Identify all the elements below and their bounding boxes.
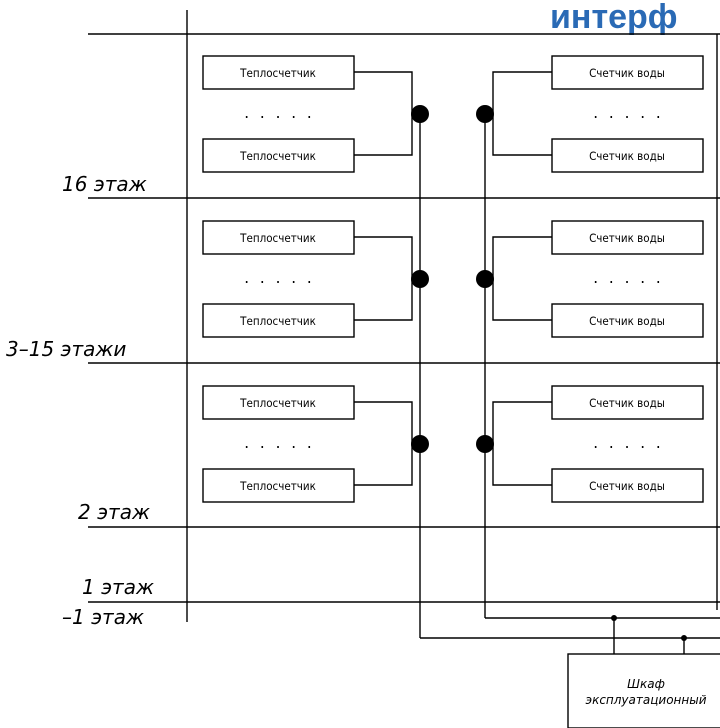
- floor-label-minus-1: –1 этаж: [62, 605, 144, 629]
- floor-label-2: 2 этаж: [78, 500, 150, 524]
- water-meter-label: Счетчик воды: [589, 396, 665, 410]
- ellipsis: . . . . .: [592, 437, 662, 452]
- ellipsis: . . . . .: [243, 437, 313, 452]
- cabinet-label-line1: Шкаф: [627, 677, 665, 691]
- water-meter-label: Счетчик воды: [589, 149, 665, 163]
- water-meter-label: Счетчик воды: [589, 231, 665, 245]
- heat-meter-label: Теплосчетчик: [239, 396, 316, 410]
- junction-dot: [411, 105, 429, 123]
- floor-label-16: 16 этаж: [62, 172, 147, 196]
- floor-label-1: 1 этаж: [82, 575, 154, 599]
- cabinet-label-line2: эксплуатационный: [585, 693, 706, 707]
- heat-meter-box: [202, 468, 355, 503]
- ellipsis: . . . . .: [592, 272, 662, 287]
- heat-meter-box: [202, 55, 355, 90]
- section-floor-3-15: Теплосчетчик . . . . . Теплосчетчик Счет…: [202, 220, 704, 338]
- water-branch-line: [492, 401, 552, 486]
- heat-meter-box: [202, 138, 355, 173]
- junction-dot: [476, 435, 494, 453]
- page-title: интерф: [550, 0, 678, 36]
- water-branch-line: [492, 236, 552, 321]
- junction-dot: [411, 435, 429, 453]
- water-meter-label: Счетчик воды: [589, 479, 665, 493]
- water-meter-box: [551, 55, 704, 90]
- junction-dot: [611, 615, 617, 621]
- junction-dot: [476, 105, 494, 123]
- heat-branch-line: [354, 236, 413, 321]
- heat-meter-box: [202, 385, 355, 420]
- water-meter-label: Счетчик воды: [589, 314, 665, 328]
- heat-branch-line: [354, 401, 413, 486]
- heat-meter-label: Теплосчетчик: [239, 479, 316, 493]
- water-meter-label: Счетчик воды: [589, 66, 665, 80]
- service-cabinet-box: [567, 653, 720, 728]
- heat-branch-line: [354, 71, 413, 156]
- water-meter-box: [551, 468, 704, 503]
- section-floor-16: Теплосчетчик . . . . . Теплосчетчик Счет…: [202, 55, 704, 173]
- water-meter-box: [551, 138, 704, 173]
- ellipsis: . . . . .: [243, 107, 313, 122]
- water-meter-box: [551, 303, 704, 338]
- heat-meter-box: [202, 220, 355, 255]
- junction-dot: [681, 635, 687, 641]
- ellipsis: . . . . .: [592, 107, 662, 122]
- water-branch-line: [492, 71, 552, 156]
- junction-dot: [411, 270, 429, 288]
- heat-meter-label: Теплосчетчик: [239, 149, 316, 163]
- heat-meter-label: Теплосчетчик: [239, 231, 316, 245]
- water-meter-box: [551, 220, 704, 255]
- water-meter-box: [551, 385, 704, 420]
- heat-meter-box: [202, 303, 355, 338]
- heat-meter-label: Теплосчетчик: [239, 314, 316, 328]
- heat-meter-label: Теплосчетчик: [239, 66, 316, 80]
- junction-dot: [476, 270, 494, 288]
- ellipsis: . . . . .: [243, 272, 313, 287]
- section-floor-2: Теплосчетчик . . . . . Теплосчетчик Счет…: [202, 385, 704, 503]
- floor-label-3-15: 3–15 этажи: [6, 337, 126, 361]
